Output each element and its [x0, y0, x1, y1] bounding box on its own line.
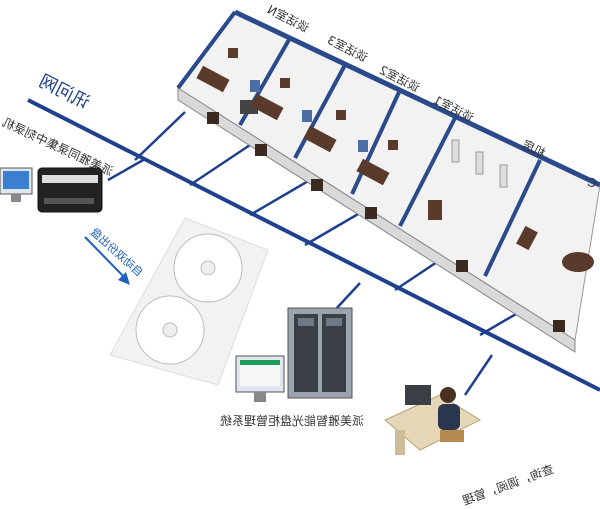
- partition-3: [350, 89, 402, 195]
- cabinet-label: 派美雅智能光盘柜管理系统: [220, 414, 365, 428]
- disc-cabinet: [287, 307, 353, 399]
- machine-room-racks: [428, 139, 508, 220]
- room-2-furniture: [302, 110, 346, 153]
- disc-output-arrow-line: [84, 236, 126, 279]
- door-meeting-room: [553, 320, 565, 332]
- disc-output-arrow-head: [118, 272, 130, 285]
- network-main-line: [27, 98, 600, 392]
- branch-line-operator: [463, 354, 494, 396]
- door-machine-room: [456, 260, 468, 272]
- room-3-furniture: [250, 78, 290, 121]
- disc-output-sheet: [109, 217, 269, 386]
- building-back-wall: [233, 9, 600, 188]
- branch-line-room-3: [189, 143, 251, 187]
- partition-4: [398, 117, 457, 227]
- room-1-furniture: [356, 140, 398, 186]
- cabinet-monitor: [235, 355, 285, 402]
- branch-line-cabinet: [334, 282, 361, 311]
- left-end-wall: [176, 10, 237, 90]
- branch-line-room-1: [304, 208, 366, 247]
- operator-monitor: [405, 385, 431, 405]
- operator-desk: [384, 385, 482, 455]
- recorder-equipment: [0, 167, 103, 213]
- partition-5: [483, 159, 542, 277]
- meeting-room-table: [516, 225, 594, 272]
- building-front-wall: [177, 87, 576, 353]
- door-room-3: [255, 144, 267, 156]
- disc-burner: [37, 167, 103, 213]
- partition-2: [293, 64, 347, 159]
- door-room-2: [311, 179, 323, 191]
- branch-line-room-2: [249, 178, 311, 217]
- branch-line-room-n: [134, 111, 186, 161]
- operator-person: [440, 387, 456, 403]
- branch-line-recorder: [107, 157, 146, 182]
- door-room-n: [207, 112, 219, 124]
- door-room-1: [365, 207, 377, 219]
